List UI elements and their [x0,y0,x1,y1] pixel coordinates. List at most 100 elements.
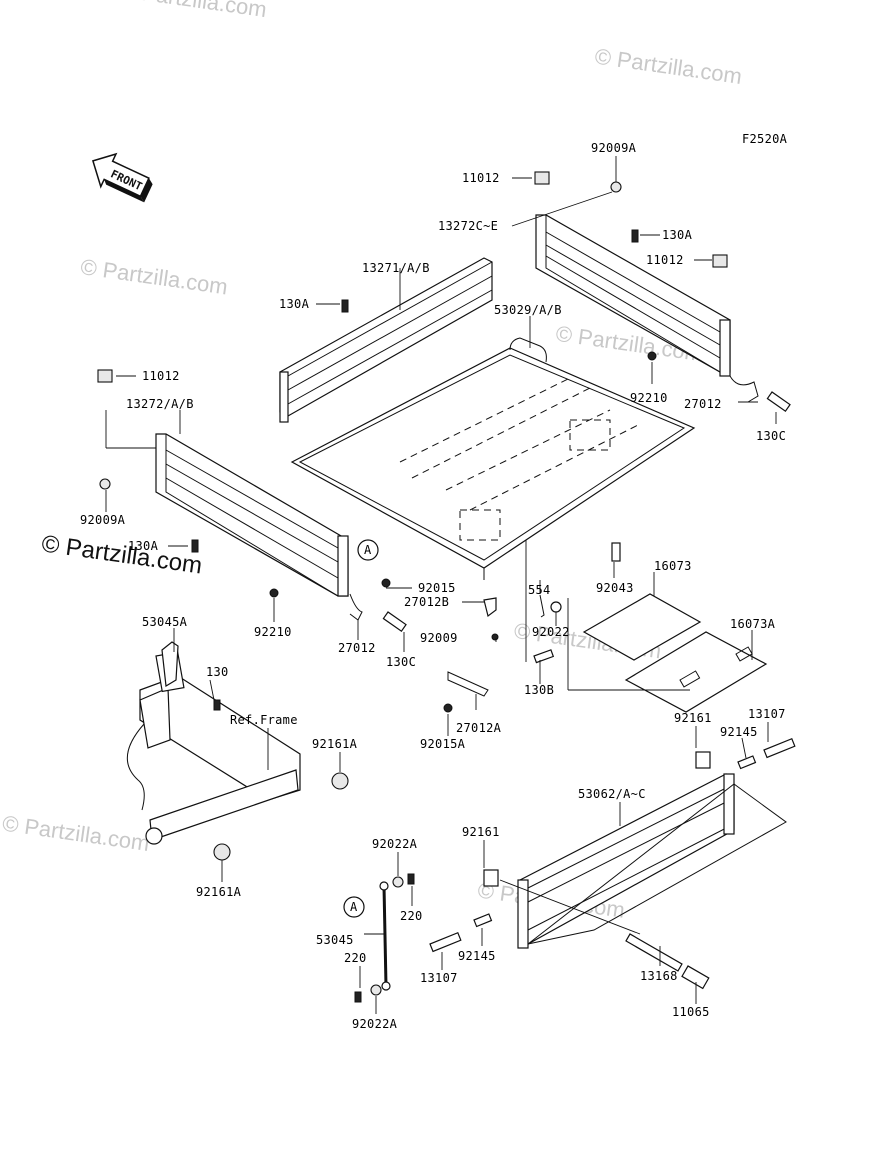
part-label-92022a: 92022A [352,1017,398,1031]
bolt-icon [382,611,407,633]
clip-icon [610,181,622,193]
spring-icon [473,913,493,928]
hinge-icon [483,869,499,887]
bed-mats [582,593,768,713]
part-label-92009a: 92009A [80,513,126,527]
part-label-92161: 92161 [462,825,500,839]
part-label-53045a: 53045A [142,615,188,629]
part-label-92009: 92009 [420,631,458,645]
callout-marker: A [357,539,379,561]
cap-icon [213,843,231,861]
cap-icon [97,369,113,383]
sleeve-icon [681,965,710,990]
part-label-11012: 11012 [462,171,500,185]
cap-icon [534,171,550,185]
hinge-icon [695,751,711,769]
hardware-parts [97,171,791,713]
side-panel-rear-right [535,214,731,377]
part-label-92210: 92210 [254,625,292,639]
washer-icon [392,876,404,888]
part-label-16073a: 16073A [730,617,776,631]
bolt-icon [766,391,791,413]
part-label-92145: 92145 [720,725,758,739]
part-label-13271-a-b: 13271/A/B [362,261,430,275]
part-label-53062-a-c: 53062/A~C [578,787,646,801]
watermark-text: © Partzilla.com [1,811,151,856]
part-label-130c: 130C [386,655,416,669]
vehicle-frame [126,651,349,861]
nut-icon [443,703,453,713]
tailgate [517,773,787,949]
bracket-icon [349,593,363,621]
part-label-13168: 13168 [640,969,678,983]
part-label-27012b: 27012B [404,595,449,609]
front-arrow-icon: FRONT [91,152,153,203]
figure-code: F2520A [742,132,788,146]
bolt-icon [191,539,199,553]
pin-icon [429,931,462,953]
clip-icon [99,478,111,490]
part-label-130a: 130A [662,228,693,242]
bolt-icon [407,873,415,885]
part-label-130c: 130C [756,429,786,443]
part-label-92015a: 92015A [420,737,466,751]
part-label-92015: 92015 [418,581,456,595]
part-label-11065: 11065 [672,1005,710,1019]
rod-icon [625,933,683,972]
part-label-92210: 92210 [630,391,668,405]
cap-icon [331,772,349,790]
part-label-53045: 53045 [316,933,354,947]
nut-icon [381,578,391,588]
part-label-92022: 92022 [532,625,570,639]
frame-reference-label: Ref.Frame [230,713,298,727]
part-label-92161a: 92161A [312,737,358,751]
part-label-13272c-e: 13272C~E [438,219,498,233]
clip-icon [539,594,545,618]
side-panel-left-long [279,257,493,423]
watermark-text: © Partzilla.com [79,254,229,299]
side-panel-left-short [155,433,349,597]
part-label-220: 220 [400,909,423,923]
washer-icon [550,601,562,613]
part-label-53029-a-b: 53029/A/B [494,303,562,317]
part-labels: 92009A 11012 13272C~E 130A 11012 13271/A… [80,141,786,1031]
bolt-icon [213,699,221,711]
part-label-130a: 130A [279,297,310,311]
bed-floor [290,337,696,580]
part-label-11012: 11012 [142,369,180,383]
part-label-130: 130 [206,665,229,679]
nut-icon [647,351,657,361]
bolt-icon [631,229,639,243]
nut-icon [491,633,499,641]
watermark-text: © Partzilla.com [593,44,743,89]
part-label-11012: 11012 [646,253,684,267]
part-label-27012: 27012 [338,641,376,655]
nut-icon [269,588,279,598]
part-label-27012a: 27012A [456,721,502,735]
tailgate-stay [161,641,415,1003]
part-label-220: 220 [344,951,367,965]
washer-icon [370,984,382,996]
part-label-92161: 92161 [674,711,712,725]
bolt-icon [354,991,362,1003]
part-label-13272-a-b: 13272/A/B [126,397,194,411]
svg-text:A: A [350,900,358,914]
part-label-554: 554 [528,583,551,597]
tailgate-hardware [429,737,796,990]
pin-icon [763,737,796,759]
part-label-13107: 13107 [420,971,458,985]
pin-icon [611,542,621,562]
part-label-92022a: 92022A [372,837,418,851]
leader-lines [105,156,777,1014]
part-label-130a: 130A [128,539,159,553]
bolt-icon [533,649,555,664]
part-label-92145: 92145 [458,949,496,963]
watermark-text: © Partzilla.com [118,0,268,22]
callout-marker: A [343,896,365,918]
bolt-icon [341,299,349,313]
part-label-92009a: 92009A [591,141,637,155]
bracket-icon [729,375,759,403]
bracket-icon [483,597,497,618]
